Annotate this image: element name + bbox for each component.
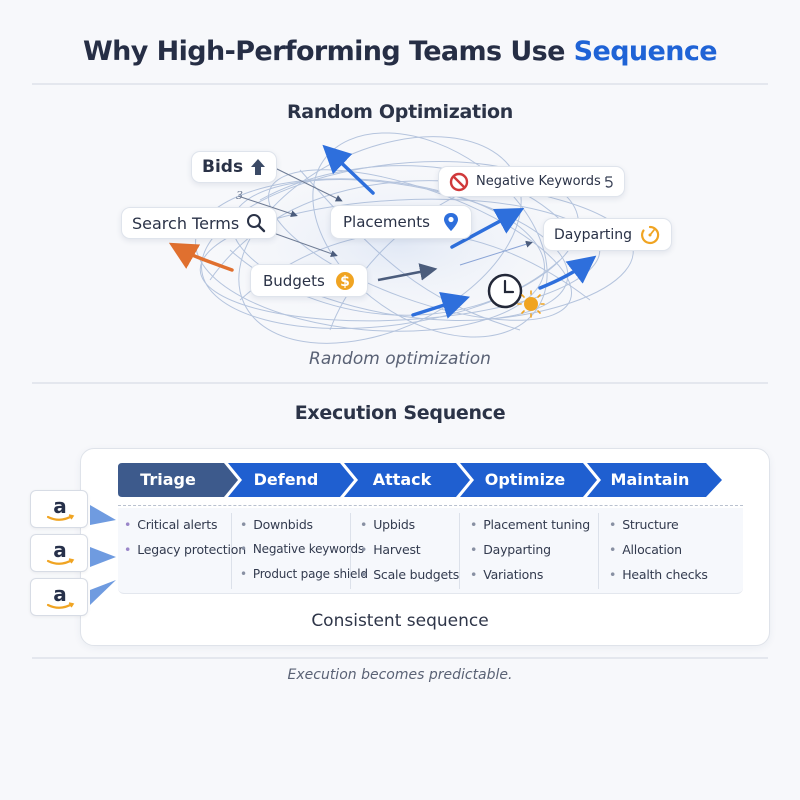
svg-text:$: $: [340, 274, 350, 290]
sequence-caption: Consistent sequence: [311, 611, 489, 631]
node-budgets: Budgets $: [250, 264, 368, 297]
attack-item: •Scale budgets: [360, 567, 460, 582]
attack-item: •Harvest: [360, 542, 421, 557]
maintain-item: •Allocation: [609, 542, 682, 557]
no-entry-icon: [449, 172, 469, 191]
step-attack: Attack: [372, 470, 432, 489]
title-prefix: Why High-Performing Teams Use: [82, 36, 574, 67]
arrow-up-icon: [251, 159, 266, 175]
column-separator: [459, 513, 460, 589]
map-pin-icon: [443, 213, 458, 231]
dashed-separator: [118, 505, 743, 506]
optimize-item: •Variations: [470, 567, 544, 582]
bold-arrows: [168, 144, 597, 319]
amazon-feed-arrows: [90, 505, 116, 605]
defend-item: •Product page shield: [240, 567, 368, 581]
step-optimize: Optimize: [484, 470, 566, 489]
thin-connector-arrows: [237, 167, 533, 282]
feed-arrow: [90, 580, 116, 605]
node-negative-keywords: Negative Keywords: [438, 166, 625, 197]
random-section-title: Random Optimization: [286, 101, 514, 123]
maintain-item: •Health checks: [609, 567, 708, 582]
column-separator: [598, 513, 599, 589]
defend-item: •Downbids: [240, 517, 313, 532]
amazon-source-2: a: [30, 534, 88, 572]
feed-arrow: [90, 505, 116, 525]
feed-arrow: [90, 547, 116, 567]
node-budgets-label: Budgets: [263, 271, 325, 290]
arrow-to-negative-keywords: [450, 208, 525, 249]
step-details-panel: [118, 508, 743, 594]
divider-middle: [32, 382, 768, 384]
sun-icon: [517, 290, 545, 318]
stray-mark: 3: [236, 189, 243, 202]
node-bids: Bids: [191, 151, 278, 183]
column-separator: [350, 513, 351, 589]
node-negative-keywords-label: Negative Keywords: [476, 174, 601, 189]
triage-item: •Critical alerts: [124, 517, 218, 532]
dollar-coin-icon: $: [335, 271, 354, 290]
optimize-item: •Placement tuning: [470, 517, 590, 532]
arrow-to-clock: [411, 291, 471, 319]
arrow-orange-left: [168, 242, 234, 272]
step-maintain: Maintain: [610, 470, 690, 489]
column-separator: [231, 513, 232, 589]
step-triage: Triage: [140, 470, 196, 489]
amazon-source-3: a: [30, 578, 88, 616]
triage-item: •Legacy protection: [124, 542, 246, 557]
footer-text: Execution becomes predictable.: [287, 667, 513, 683]
step-defend: Defend: [253, 470, 319, 489]
node-dayparting-label: Dayparting: [554, 226, 633, 243]
chaos-tangle: 3: [168, 132, 634, 344]
divider-top: [32, 83, 768, 85]
chevron-maintain: [587, 463, 722, 497]
node-placements-label: Placements: [343, 213, 430, 231]
chevron-defend: [228, 463, 354, 497]
search-icon: [247, 214, 266, 233]
attack-item: •Upbids: [360, 517, 415, 532]
node-search-terms-label: Search Terms: [132, 213, 240, 233]
optimize-item: •Dayparting: [470, 542, 551, 557]
maintain-item: •Structure: [609, 517, 679, 532]
chevron-optimize: [460, 463, 597, 497]
amazon-logo-icon: a: [46, 582, 75, 609]
svg-text:a: a: [53, 494, 67, 518]
amazon-source-1: a: [30, 490, 88, 528]
arrow-to-dayparting: [538, 255, 597, 290]
node-dayparting: Dayparting: [543, 218, 673, 251]
node-bids-label: Bids: [202, 157, 244, 177]
node-placements: Placements: [330, 205, 472, 239]
chevron-triage: [118, 463, 238, 497]
title-accent: Sequence: [573, 36, 718, 67]
svg-text:a: a: [53, 538, 67, 562]
node-search-terms: Search Terms: [121, 207, 278, 239]
refresh-icon: [605, 175, 613, 188]
arrow-up-left: [322, 144, 375, 195]
chevron-attack: [344, 463, 470, 497]
amazon-logo-icon: a: [46, 494, 75, 521]
defend-item: •Negative keywords: [240, 542, 364, 556]
divider-bottom: [32, 657, 768, 659]
svg-text:a: a: [53, 582, 67, 606]
page-title: Why High-Performing Teams Use Sequence: [0, 36, 800, 67]
clock-icon: [487, 273, 523, 309]
timer-icon: [641, 225, 660, 244]
sequence-section-title: Execution Sequence: [294, 402, 506, 424]
amazon-logo-icon: a: [46, 538, 75, 565]
step-chevrons: [118, 463, 722, 497]
random-caption: Random optimization: [309, 349, 491, 369]
